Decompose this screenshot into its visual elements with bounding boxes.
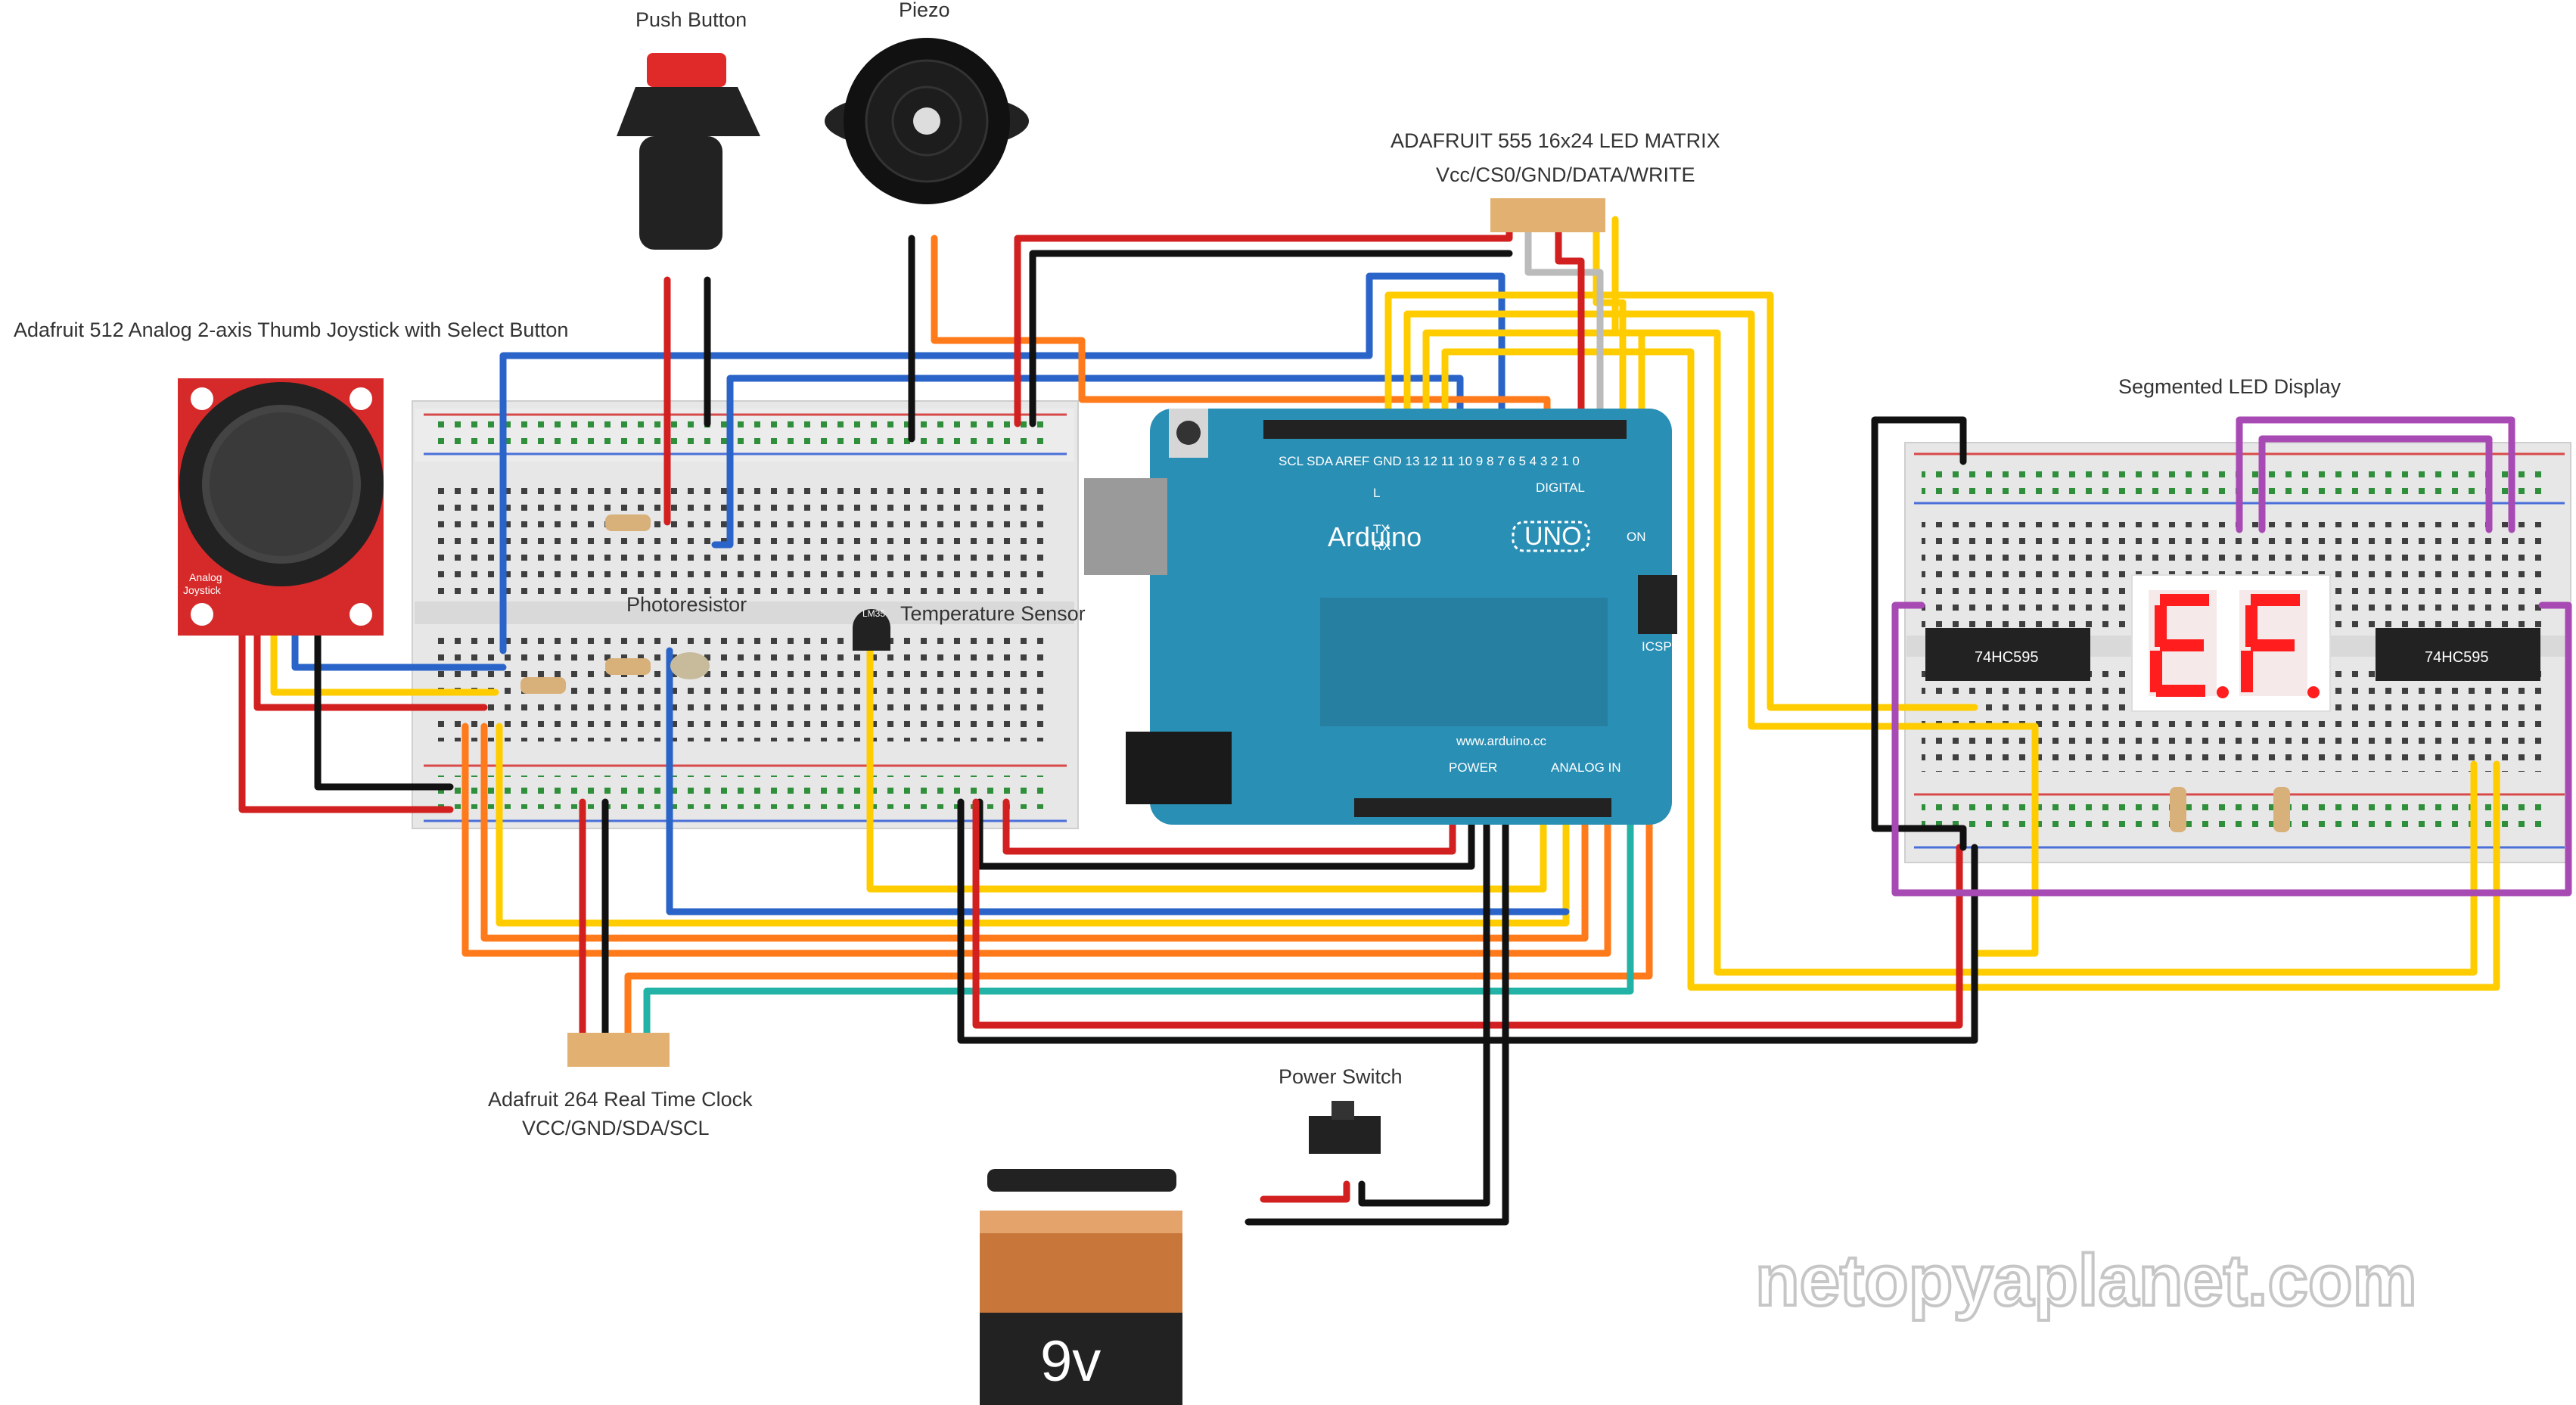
watermark: netopyaplanet.com bbox=[1755, 1240, 2417, 1321]
segment-dp1 bbox=[2217, 686, 2229, 698]
shift-register-right: 74HC595 bbox=[2376, 628, 2540, 681]
wires bbox=[238, 216, 2572, 1226]
led-matrix-connector bbox=[1490, 198, 1605, 232]
segment-e1 bbox=[2150, 651, 2162, 692]
l-label: L bbox=[1373, 486, 1380, 500]
segment-f2 bbox=[2245, 605, 2257, 647]
joystick-label-2: Joystick bbox=[183, 584, 222, 596]
segment-d1 bbox=[2156, 685, 2205, 697]
rx-label: RX bbox=[1373, 539, 1391, 553]
led-matrix-pins: Vcc/CS0/GND/DATA/WRITE bbox=[1436, 163, 1695, 186]
arduino-model: UNO bbox=[1524, 522, 1582, 551]
segment-a1 bbox=[2160, 594, 2209, 606]
segment-g2 bbox=[2251, 639, 2295, 651]
arduino-pin-labels: SCL SDA AREF GND 13 12 11 10 9 8 7 6 5 4… bbox=[1279, 454, 1580, 468]
digital-label: DIGITAL bbox=[1536, 480, 1585, 495]
segment-g1 bbox=[2160, 639, 2204, 651]
segment-display bbox=[2131, 574, 2331, 712]
chip-right-label: 74HC595 bbox=[2425, 649, 2489, 666]
photoresistor-label: Photoresistor bbox=[626, 593, 747, 616]
shift-register-left: 74HC595 bbox=[1925, 628, 2090, 681]
temperature-sensor-label: Temperature Sensor bbox=[900, 602, 1086, 625]
segment-f1 bbox=[2155, 605, 2167, 647]
power-switch-label: Power Switch bbox=[1279, 1065, 1403, 1088]
piezo-buzzer bbox=[825, 38, 1029, 204]
on-label: ON bbox=[1627, 530, 1646, 544]
analog-label: ANALOG IN bbox=[1551, 760, 1621, 775]
tx-label: TX bbox=[1373, 522, 1390, 536]
temp-sensor-text: LM35 bbox=[862, 608, 885, 619]
segmented-display-label: Segmented LED Display bbox=[2118, 375, 2341, 398]
website-label: www.arduino.cc bbox=[1456, 734, 1547, 748]
segment-e2 bbox=[2241, 651, 2253, 692]
joystick-label: Adafruit 512 Analog 2-axis Thumb Joystic… bbox=[14, 319, 568, 341]
led-matrix-title: ADAFRUIT 555 16x24 LED MATRIX bbox=[1391, 129, 1720, 152]
temperature-sensor: LM35 bbox=[853, 608, 890, 651]
joystick-label-1: Analog bbox=[189, 571, 222, 583]
rtc-connector bbox=[567, 1033, 670, 1067]
rtc-pins: VCC/GND/SDA/SCL bbox=[522, 1117, 710, 1139]
arduino-board: SCL SDA AREF GND 13 12 11 10 9 8 7 6 5 4… bbox=[1084, 409, 1677, 825]
photoresistor bbox=[670, 652, 710, 679]
power-label: POWER bbox=[1449, 760, 1497, 775]
push-button bbox=[617, 53, 760, 250]
resistors bbox=[520, 514, 2290, 832]
chip-left-label: 74HC595 bbox=[1975, 649, 2039, 666]
rtc-title: Adafruit 264 Real Time Clock bbox=[488, 1088, 753, 1111]
breadboard-left bbox=[412, 400, 1079, 829]
push-button-label: Push Button bbox=[635, 8, 747, 31]
segment-dp2 bbox=[2307, 686, 2320, 698]
battery-9v: 9v bbox=[980, 1169, 1182, 1405]
joystick-module: Analog Joystick bbox=[178, 378, 384, 636]
power-switch bbox=[1309, 1101, 1381, 1154]
battery-label: 9v bbox=[1040, 1329, 1101, 1394]
arduino-brand: Arduino bbox=[1328, 521, 1422, 552]
icsp-label: ICSP bbox=[1642, 639, 1672, 654]
piezo-label: Piezo bbox=[899, 0, 950, 21]
segment-a2 bbox=[2251, 594, 2300, 606]
